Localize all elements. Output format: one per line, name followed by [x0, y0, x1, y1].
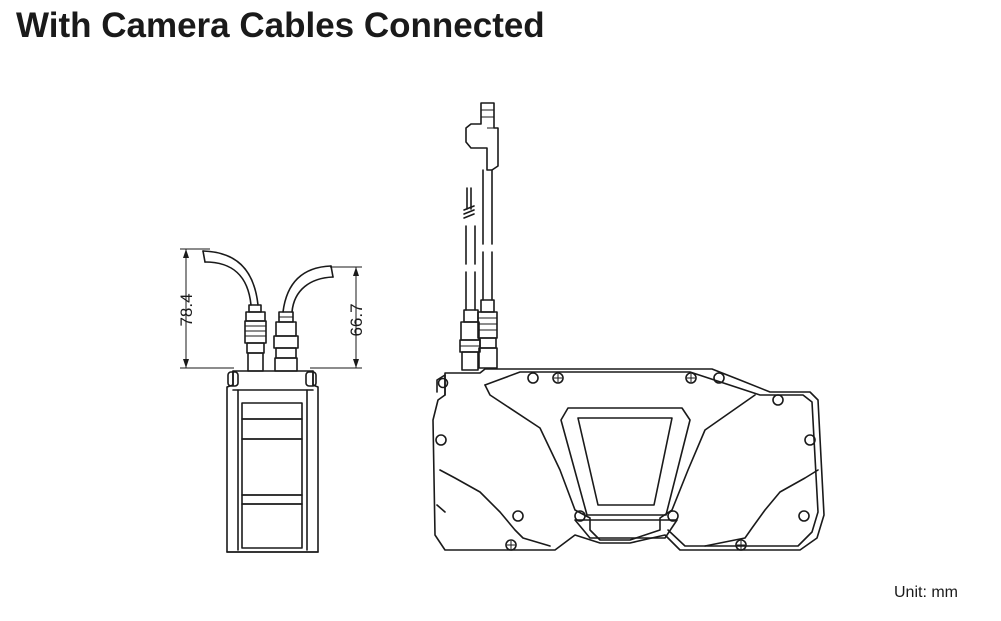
- side-view: 78.4 66.7: [177, 248, 366, 553]
- dimension-right: 66.7: [310, 266, 366, 369]
- dimension-label-78-4: 78.4: [177, 293, 196, 326]
- screw-holes: [435, 372, 816, 551]
- page-title: With Camera Cables Connected: [16, 6, 545, 45]
- front-connectors: [459, 299, 498, 371]
- front-camera-body: [432, 368, 825, 551]
- dimension-left: 78.4: [177, 248, 234, 369]
- io-cable: [463, 187, 476, 311]
- side-connector-left: [244, 304, 267, 372]
- unit-label: Unit: mm: [894, 584, 958, 601]
- dimension-label-66-7: 66.7: [347, 303, 366, 336]
- ethernet-cable: [465, 102, 499, 301]
- side-camera-body: [226, 370, 319, 553]
- side-cables: [202, 250, 334, 313]
- side-connector-right: [273, 311, 299, 372]
- front-view: [432, 102, 825, 551]
